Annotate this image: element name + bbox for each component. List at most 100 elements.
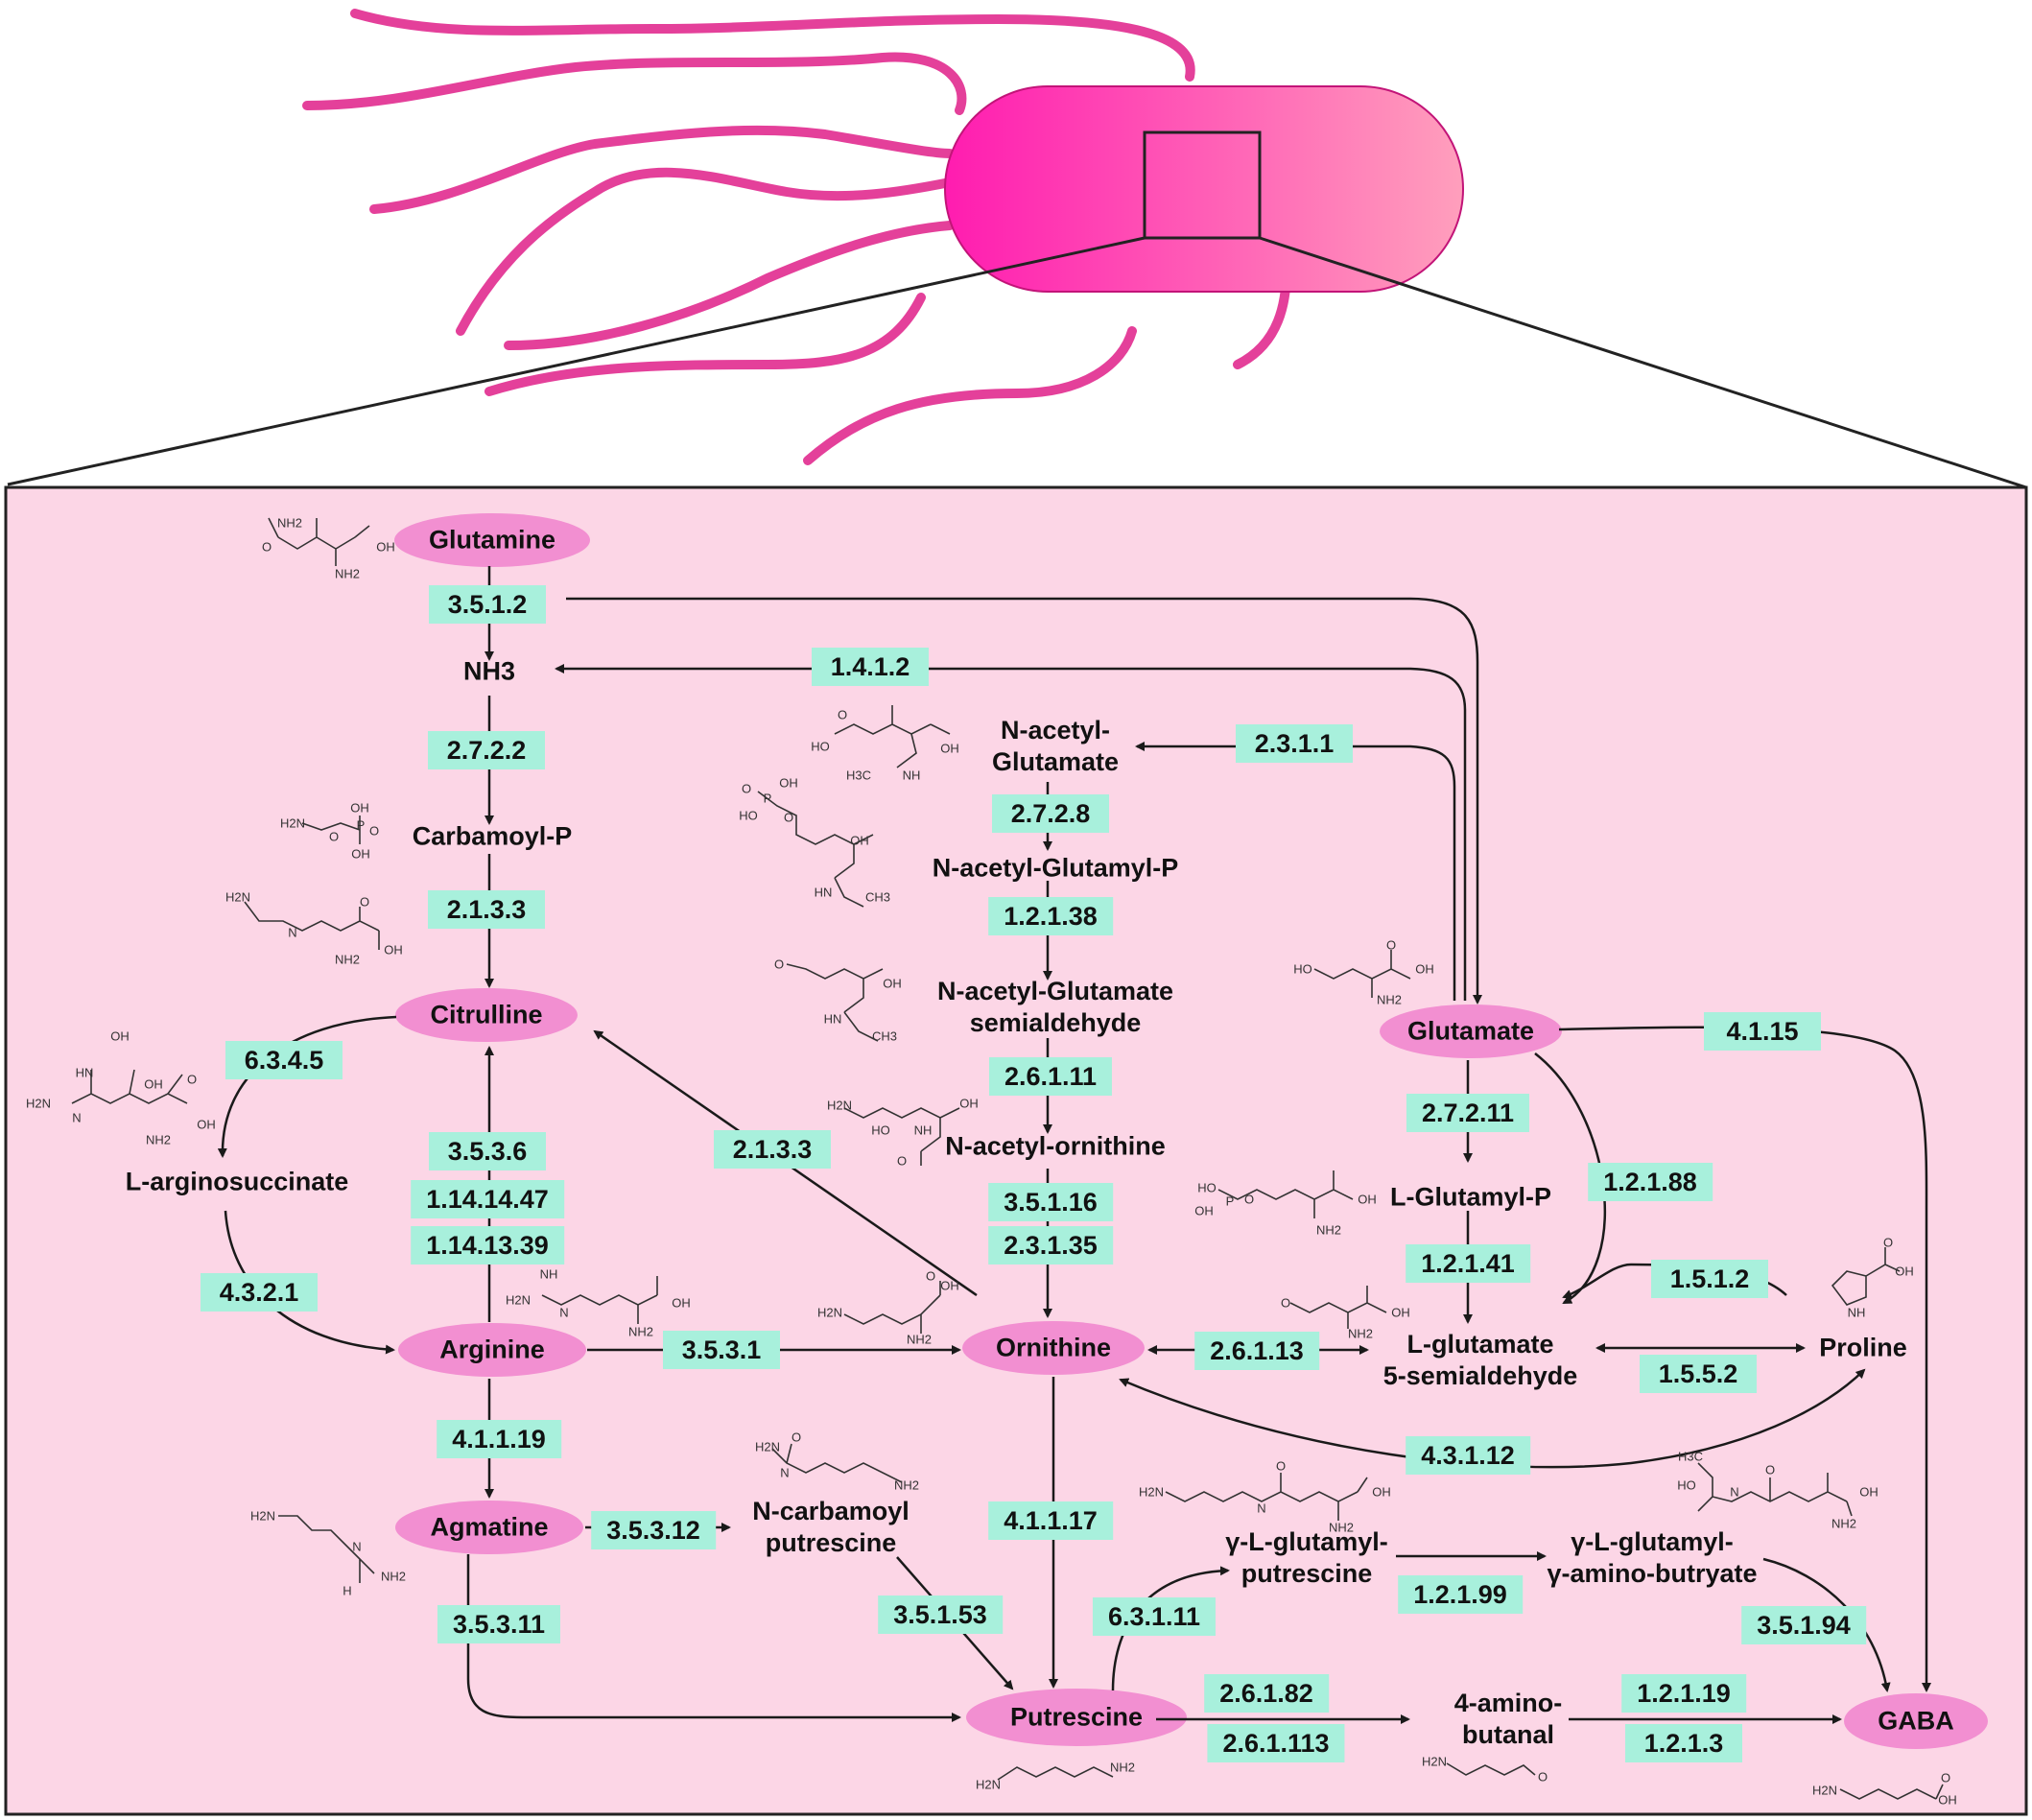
node-n-acetyl-glutamate-semialdehyde: N-acetyl-Glutamate semialdehyde [936,977,1174,1037]
structure-ornithine [843,1281,941,1334]
node-agmatine: Agmatine [430,1512,549,1542]
atom-label: CH3 [871,1028,898,1044]
enzyme-1-2-1-38: 1.2.1.38 [988,897,1113,935]
atom-label: OH [1358,1192,1377,1207]
atom-label: H2N [975,1777,1002,1792]
flagella [302,9,1291,465]
atom-label: O [1385,937,1397,953]
atom-label: HO [1293,961,1312,977]
atom-label: OH [1895,1264,1914,1279]
atom-label: O [1280,1295,1291,1311]
structure-carbamoyl-p [301,815,361,844]
atom-label: HO [871,1123,890,1138]
enzyme-2-1-3-3-diagonal: 2.1.3.3 [714,1130,831,1169]
ornithine-highlight [962,1321,1145,1375]
atom-label: N [72,1110,82,1125]
structure-nag [834,705,951,768]
node-aminobutanal: 4-amino- butanal [1453,1689,1563,1749]
atom-label: O [1243,1192,1255,1207]
atom-label: O [837,707,848,722]
atom-label: NH [1847,1305,1866,1320]
enzyme-1-2-1-99: 1.2.1.99 [1398,1575,1523,1614]
atom-label: H2N [1138,1484,1165,1500]
atom-label: N [352,1539,362,1554]
zoom-line-right [1259,236,2027,489]
zoom-line-left [7,236,1146,486]
node-glutamine: Glutamine [428,525,556,555]
atom-label: NH [539,1266,558,1282]
atom-label: HO [739,808,758,823]
atom-label: H2N [25,1096,52,1111]
atom-label: N [288,925,297,940]
structure-citrulline [244,901,380,950]
enzyme-4-1-1-19: 4.1.1.19 [437,1420,561,1458]
atom-label: P [356,817,366,833]
atom-label: OH [110,1028,130,1044]
zoom-box [1143,130,1262,240]
atom-label: CH3 [864,889,891,905]
arrow-glutamate-nh3 [555,664,1467,1001]
enzyme-2-1-3-3-top: 2.1.3.3 [428,890,545,929]
atom-label: O [791,1430,802,1445]
arginine-highlight [398,1323,586,1377]
enzyme-2-7-2-2: 2.7.2.2 [428,731,545,769]
arrow-aminobutyrate-gaba [1762,1557,1891,1692]
enzyme-1-2-1-88: 1.2.1.88 [1588,1163,1713,1201]
bacterium-body [944,85,1464,293]
enzyme-2-6-1-13: 2.6.1.13 [1194,1332,1319,1370]
atom-label: OH [779,775,798,791]
enzyme-3-5-3-11: 3.5.3.11 [437,1605,561,1643]
arrow-ornithine-proline [1119,1368,1866,1469]
structure-nags [786,963,884,1042]
node-citrulline: Citrulline [430,1000,543,1029]
atom-label: OH [1415,961,1434,977]
enzyme-6-3-4-5: 6.3.4.5 [225,1041,343,1079]
atom-label: HO [811,739,830,754]
atom-label: O [1940,1770,1951,1785]
enzyme-1-2-1-19: 1.2.1.19 [1621,1674,1746,1713]
atom-label: N [559,1305,569,1320]
atom-label: H2N [279,815,306,831]
atom-label: N [1730,1484,1739,1500]
atom-label: OH [1859,1484,1878,1500]
arrow-glutamate-nacetylglutamate [1135,742,1456,1001]
structure-putrescine [997,1766,1114,1781]
enzyme-2-7-2-11: 2.7.2.11 [1406,1094,1530,1132]
atom-label: O [1537,1769,1548,1785]
node-arginosuccinate: L-arginosuccinate [125,1167,349,1196]
structure-glutamylaminobutyrate [1697,1462,1853,1517]
structure-glutamylputrescine [1165,1473,1368,1521]
atom-label: O [1882,1235,1894,1250]
enzyme-1-14-13-39: 1.14.13.39 [411,1226,564,1265]
atom-label: NH2 [1831,1516,1857,1531]
node-glutamyl-aminobutyrate: γ-L-glutamyl- γ-amino-butryate [1547,1527,1758,1588]
glutamine-highlight [394,513,590,567]
structure-glutamate [1313,950,1411,998]
enzyme-2-3-1-1: 2.3.1.1 [1236,724,1353,763]
atom-label: NH2 [1347,1326,1374,1341]
atom-label: P [1225,1194,1235,1209]
enzyme-2-3-1-35: 2.3.1.35 [988,1226,1113,1265]
enzyme-4-1-15: 4.1.15 [1704,1012,1821,1051]
structure-naorn [843,1107,960,1166]
atom-label: H3C [845,768,872,783]
atom-label: OH [376,539,395,555]
atom-label: H2N [826,1098,853,1113]
atom-label: OH [350,800,369,815]
node-glutamyl-putrescine: γ-L-glutamyl- putrescine [1225,1527,1388,1588]
enzyme-4-3-1-12: 4.3.1.12 [1406,1436,1530,1475]
atom-label: OH [1372,1484,1391,1500]
atom-label: OH [850,833,869,848]
chemical-structures [71,517,1944,1800]
enzyme-1-5-5-2: 1.5.5.2 [1640,1355,1757,1393]
atom-label: NH2 [1328,1520,1355,1535]
structure-glutamylp [1217,1170,1354,1218]
structure-aminobutanal [1446,1762,1536,1776]
atom-label: O [925,1268,936,1284]
atom-label: O [261,539,272,555]
atom-label: O [896,1153,908,1169]
atom-label: O [368,823,380,839]
node-proline: Proline [1819,1333,1907,1362]
atom-label: P [763,791,772,806]
